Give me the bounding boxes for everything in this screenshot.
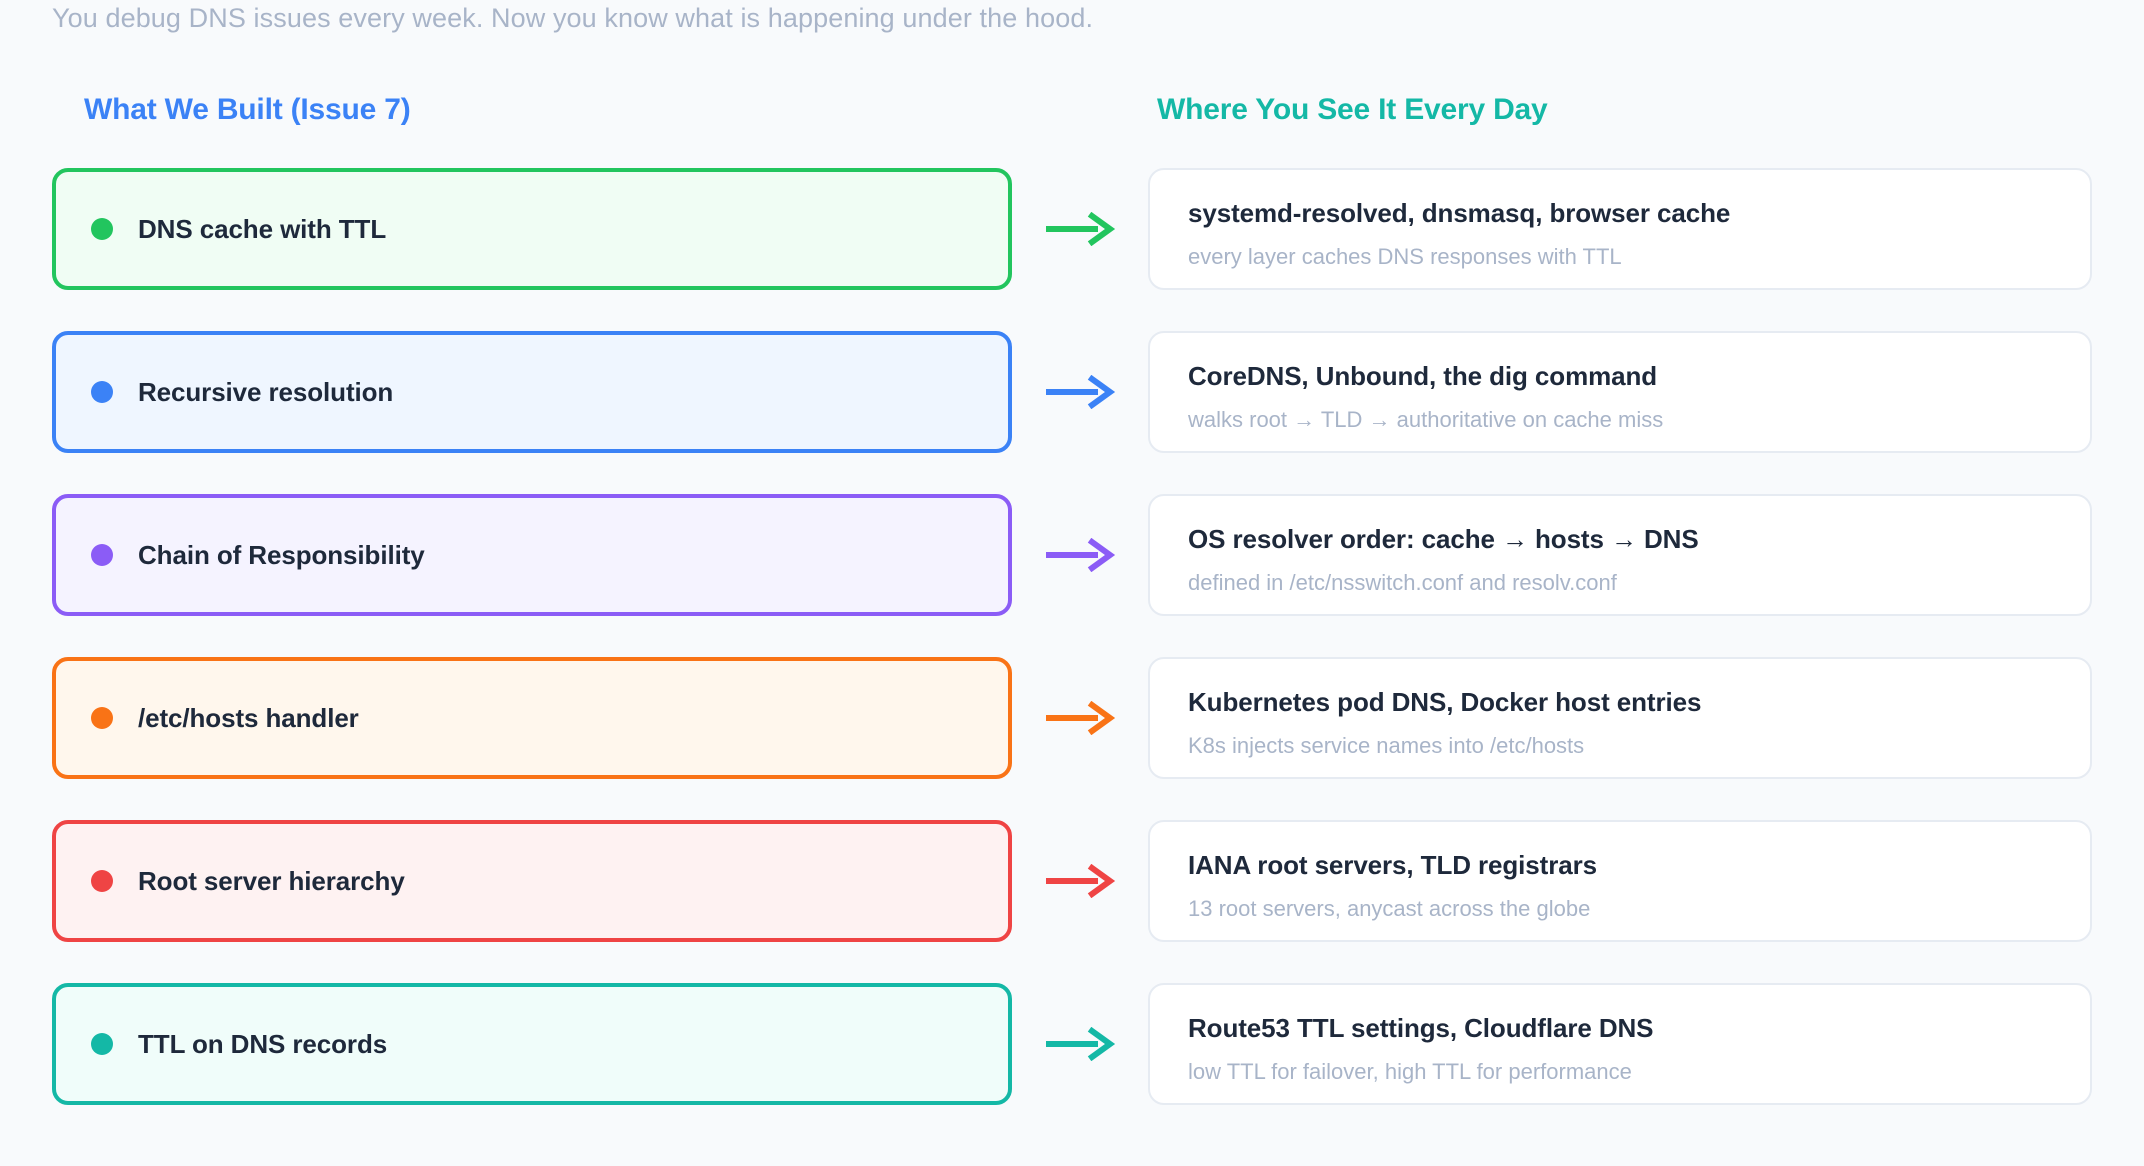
arrow-right-icon <box>1012 331 1148 453</box>
example-card[interactable]: CoreDNS, Unbound, the dig command walks r… <box>1148 331 2092 453</box>
example-title: Route53 TTL settings, Cloudflare DNS <box>1188 1013 1654 1043</box>
example-subtitle: defined in /etc/nsswitch.conf and resolv… <box>1188 570 1617 595</box>
concept-label: TTL on DNS records <box>138 1028 388 1059</box>
concept-label: Root server hierarchy <box>138 865 405 896</box>
bullet-dot-icon <box>91 870 113 892</box>
concept-label: /etc/hosts handler <box>138 702 359 733</box>
mapping-row: Chain of Responsibility OS resolver order… <box>52 494 2092 616</box>
concept-label: Chain of Responsibility <box>138 539 425 570</box>
bullet-dot-icon <box>91 1033 113 1055</box>
mapping-row: Recursive resolution CoreDNS, Unbound, th… <box>52 331 2092 453</box>
mapping-rows: DNS cache with TTL systemd-resolved, dnsm… <box>52 168 2092 1146</box>
arrow-right-icon <box>1012 983 1148 1105</box>
example-subtitle: every layer caches DNS responses with TT… <box>1188 244 1622 269</box>
arrow-right-icon <box>1012 657 1148 779</box>
example-card[interactable]: IANA root servers, TLD registrars 13 root… <box>1148 820 2092 942</box>
mapping-row: TTL on DNS records Route53 TTL settings, … <box>52 983 2092 1105</box>
bullet-dot-icon <box>91 381 113 403</box>
example-card[interactable]: Route53 TTL settings, Cloudflare DNS low … <box>1148 983 2092 1105</box>
example-title: OS resolver order: cache → hosts → DNS <box>1188 524 1699 554</box>
concept-pill[interactable]: /etc/hosts handler <box>52 657 1012 779</box>
bullet-dot-icon <box>91 544 113 566</box>
example-title: IANA root servers, TLD registrars <box>1188 850 1597 880</box>
mapping-row: DNS cache with TTL systemd-resolved, dnsm… <box>52 168 2092 290</box>
example-card[interactable]: OS resolver order: cache → hosts → DNS de… <box>1148 494 2092 616</box>
example-title: systemd-resolved, dnsmasq, browser cache <box>1188 198 1731 228</box>
concept-label: Recursive resolution <box>138 376 394 407</box>
arrow-right-icon <box>1012 494 1148 616</box>
arrow-right-icon <box>1012 168 1148 290</box>
example-title: Kubernetes pod DNS, Docker host entries <box>1188 687 1702 717</box>
example-subtitle: 13 root servers, anycast across the glob… <box>1188 896 1591 921</box>
concept-pill[interactable]: Root server hierarchy <box>52 820 1012 942</box>
left-column-heading: What We Built (Issue 7) <box>84 93 411 126</box>
example-subtitle: low TTL for failover, high TTL for perfo… <box>1188 1059 1632 1084</box>
mapping-row: Root server hierarchy IANA root servers, … <box>52 820 2092 942</box>
right-column-heading: Where You See It Every Day <box>1157 93 1548 126</box>
example-title: CoreDNS, Unbound, the dig command <box>1188 361 1658 391</box>
bullet-dot-icon <box>91 218 113 240</box>
example-card[interactable]: systemd-resolved, dnsmasq, browser cache… <box>1148 168 2092 290</box>
bullet-dot-icon <box>91 707 113 729</box>
concept-pill[interactable]: Chain of Responsibility <box>52 494 1012 616</box>
concept-label: DNS cache with TTL <box>138 213 387 244</box>
arrow-right-icon <box>1012 820 1148 942</box>
example-subtitle: K8s injects service names into /etc/host… <box>1188 733 1585 758</box>
page-subtitle: You debug DNS issues every week. Now you… <box>52 3 1094 33</box>
concept-pill[interactable]: TTL on DNS records <box>52 983 1012 1105</box>
mapping-row: /etc/hosts handler Kubernetes pod DNS, Do… <box>52 657 2092 779</box>
concept-pill[interactable]: DNS cache with TTL <box>52 168 1012 290</box>
example-subtitle: walks root → TLD → authoritative on cach… <box>1188 407 1664 432</box>
concept-pill[interactable]: Recursive resolution <box>52 331 1012 453</box>
